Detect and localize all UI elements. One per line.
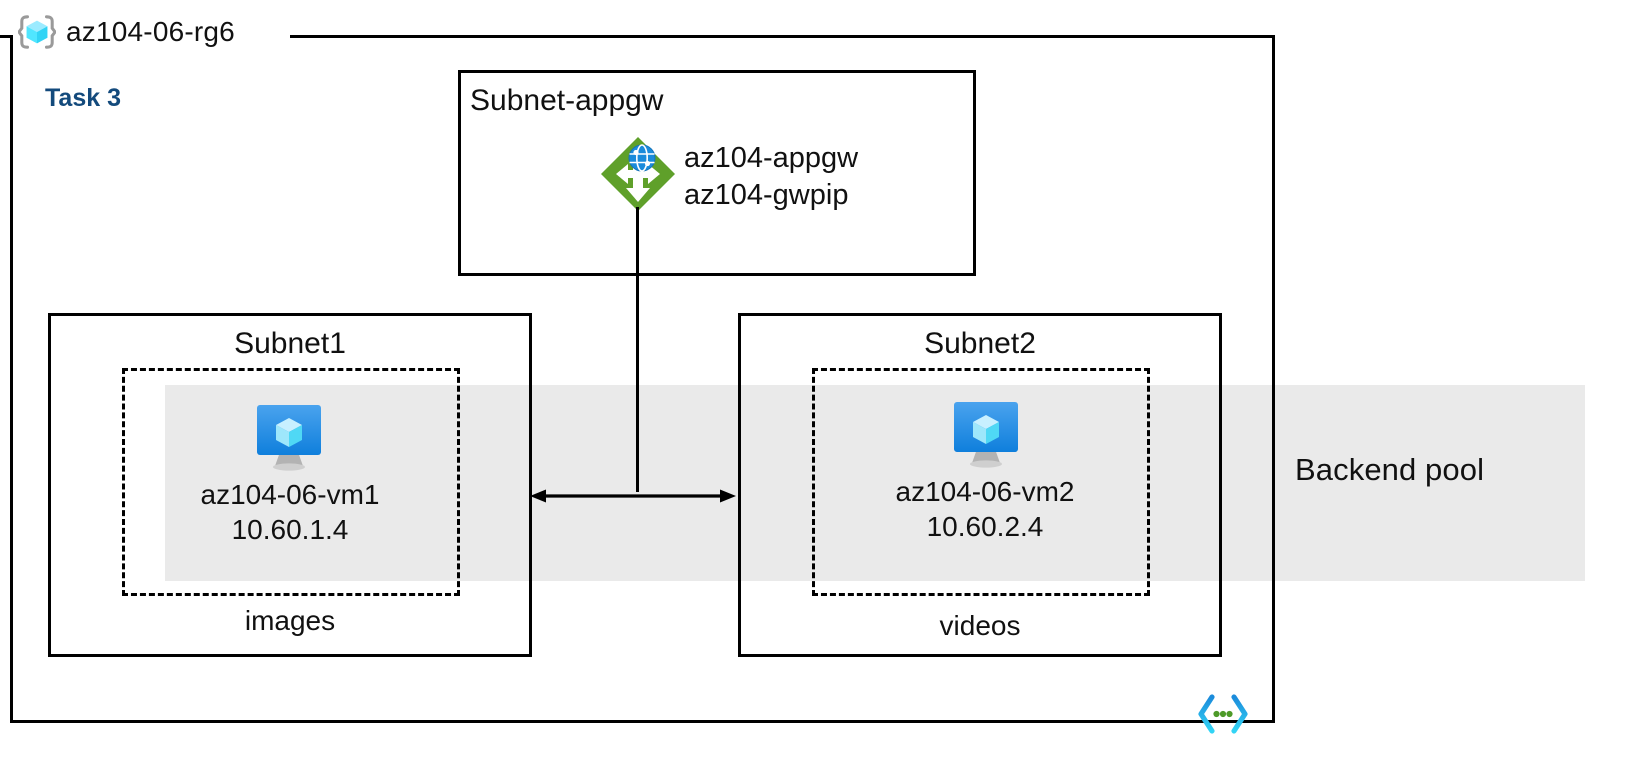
resource-group-border-left <box>10 35 13 723</box>
gwpip-name-label: az104-gwpip <box>684 178 849 211</box>
vm1-text-group: az104-06-vm1 10.60.1.4 <box>170 400 410 547</box>
vm2-ip: 10.60.2.4 <box>926 510 1044 542</box>
subnet-appgw-box <box>458 70 976 276</box>
subnet1-storage-label: images <box>244 605 336 636</box>
task-label: Task 3 <box>45 84 121 112</box>
backend-pool-label: Backend pool <box>1295 452 1485 487</box>
subnet1-title: Subnet1 <box>234 327 346 360</box>
backend-pool-band <box>165 385 1585 581</box>
appgw-name-label: az104-appgw <box>684 142 859 174</box>
subnet2-title: Subnet2 <box>924 327 1036 360</box>
subnet2-dashed-boundary <box>812 368 1150 596</box>
subnet2-storage-label: videos <box>939 610 1021 641</box>
vm2-text-group: az104-06-vm2 10.60.2.4 <box>865 397 1105 544</box>
virtual-machine-icon <box>250 402 328 472</box>
vm1-name: az104-06-vm1 <box>200 479 380 510</box>
resource-group-border-top <box>290 35 1275 38</box>
appgw-resource-labels: az104-appgw az104-gwpip <box>684 140 858 213</box>
resource-group-cube-icon <box>18 13 56 51</box>
subnet1-box <box>48 313 532 657</box>
gateway-connector-line <box>636 207 639 492</box>
resource-group-border-top-stub <box>0 35 13 38</box>
subnet1-dashed-boundary <box>122 368 460 596</box>
resource-group-border-right <box>1272 35 1275 723</box>
vm1-ip: 10.60.1.4 <box>231 513 349 545</box>
resource-group-title: az104-06-rg6 <box>66 16 235 47</box>
resource-group-border-bottom <box>10 720 1275 723</box>
subnet-peering-arrow <box>530 489 736 503</box>
virtual-machine-icon <box>947 399 1025 469</box>
resource-group-header: az104-06-rg6 <box>18 4 235 60</box>
code-template-icon <box>1197 694 1249 734</box>
subnet2-box <box>738 313 1222 657</box>
application-gateway-icon <box>598 134 678 214</box>
vm2-name: az104-06-vm2 <box>895 476 1075 507</box>
subnet-appgw-title: Subnet-appgw <box>470 84 664 117</box>
